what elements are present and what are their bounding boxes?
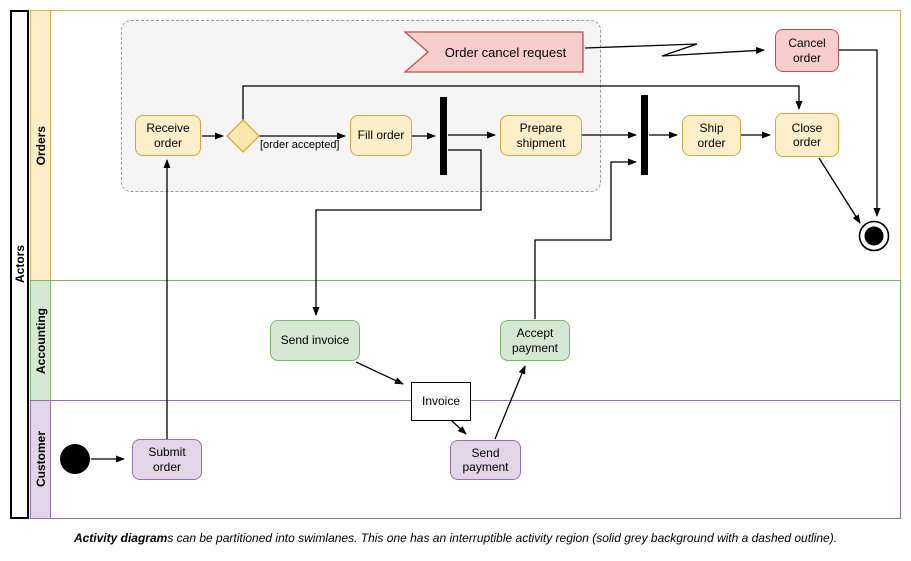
edge-close-order-to-final <box>818 157 861 224</box>
edge-decision-to-close-order <box>242 85 803 120</box>
join-bar[interactable] <box>641 95 648 175</box>
decision-node[interactable] <box>226 119 260 153</box>
node-cancel-order[interactable]: Cancel order <box>775 29 839 72</box>
edge-interrupt-lightning <box>584 43 765 57</box>
node-accept-payment[interactable]: Accept payment <box>500 320 570 361</box>
edge-cancel-order-to-final <box>839 49 881 217</box>
lane-orders-header[interactable]: Orders <box>31 11 51 280</box>
node-send-invoice[interactable]: Send invoice <box>270 320 360 361</box>
guard-order-accepted: [order accepted] <box>260 139 340 151</box>
node-receive-order[interactable]: Receive order <box>135 115 201 156</box>
caption-rest: s can be partitioned into swimlanes. Thi… <box>167 531 838 545</box>
edge-invoice-to-send-payment <box>451 420 467 435</box>
lane-accounting[interactable]: Accounting <box>30 280 901 401</box>
node-send-payment[interactable]: Send payment <box>450 440 521 480</box>
node-close-order[interactable]: Close order <box>775 113 839 157</box>
initial-node[interactable] <box>60 444 90 474</box>
node-fill-order[interactable]: Fill order <box>350 115 412 156</box>
caption-bold: Activity diagram <box>73 531 168 545</box>
signal-order-cancel-request[interactable] <box>403 31 584 73</box>
node-invoice-object[interactable]: Invoice <box>411 382 471 421</box>
caption: Activity diagrams can be partitioned int… <box>0 531 911 545</box>
node-prepare-shipment[interactable]: Prepare shipment <box>500 115 582 156</box>
signal-order-cancel-request-label: Order cancel request <box>444 44 567 60</box>
pool-actors[interactable]: Actors <box>10 10 29 519</box>
node-submit-order[interactable]: Submit order <box>132 439 202 480</box>
node-ship-order[interactable]: Ship order <box>682 115 741 156</box>
edge-send-payment-to-accept-payment <box>494 365 526 440</box>
lane-customer-header[interactable]: Customer <box>31 401 51 518</box>
edge-send-invoice-to-invoice <box>355 361 404 385</box>
final-node-core <box>864 226 884 246</box>
edge-accept-payment-to-join <box>534 158 637 319</box>
edge-fork-to-send-invoice <box>312 149 482 316</box>
lane-accounting-header[interactable]: Accounting <box>31 281 51 400</box>
fork-bar[interactable] <box>440 97 447 175</box>
